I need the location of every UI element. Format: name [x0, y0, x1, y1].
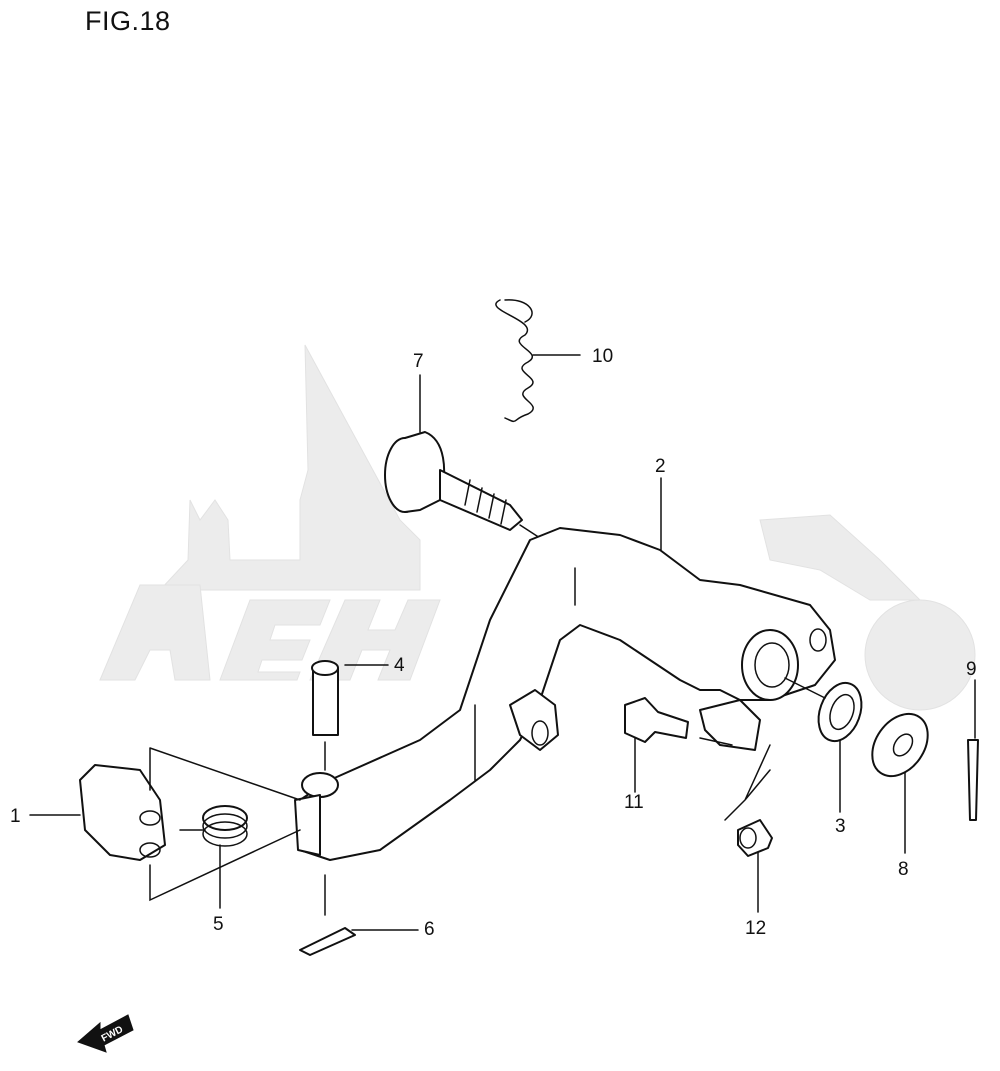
part-4-pin [311, 660, 339, 771]
part-6-cotter-pin [299, 927, 356, 956]
callout-1: 1 [10, 806, 21, 827]
callout-labels: 1 2 3 4 5 6 7 8 9 10 11 12 [10, 346, 977, 940]
part-5-spring [202, 805, 248, 847]
figure-title: FIG.18 [85, 6, 171, 36]
part-1-clevis [79, 747, 301, 902]
callout-7: 7 [413, 351, 424, 372]
part-7-pivot-bolt [384, 431, 541, 539]
part-11-bolt [624, 697, 733, 746]
part-10-spring [495, 299, 534, 423]
callout-11: 11 [624, 792, 644, 813]
fwd-label: FWD [100, 1024, 125, 1044]
fwd-arrow-icon: FWD [77, 1014, 134, 1053]
leader-lines [29, 354, 976, 931]
part-9-cotter-pin [967, 739, 979, 821]
callout-8: 8 [898, 859, 909, 880]
watermark-graphic [99, 344, 976, 711]
part-2-brake-pedal [294, 527, 836, 916]
callout-9: 9 [966, 659, 977, 680]
callout-10: 10 [592, 346, 613, 367]
part-8-washer [871, 712, 929, 778]
callout-2: 2 [655, 456, 666, 477]
callout-3: 3 [835, 816, 846, 837]
callout-4: 4 [394, 655, 405, 676]
callout-6: 6 [424, 919, 435, 940]
part-12-bushing [724, 744, 773, 857]
part-3-seal [817, 681, 863, 743]
callout-12: 12 [745, 918, 766, 939]
callout-5: 5 [213, 914, 224, 935]
